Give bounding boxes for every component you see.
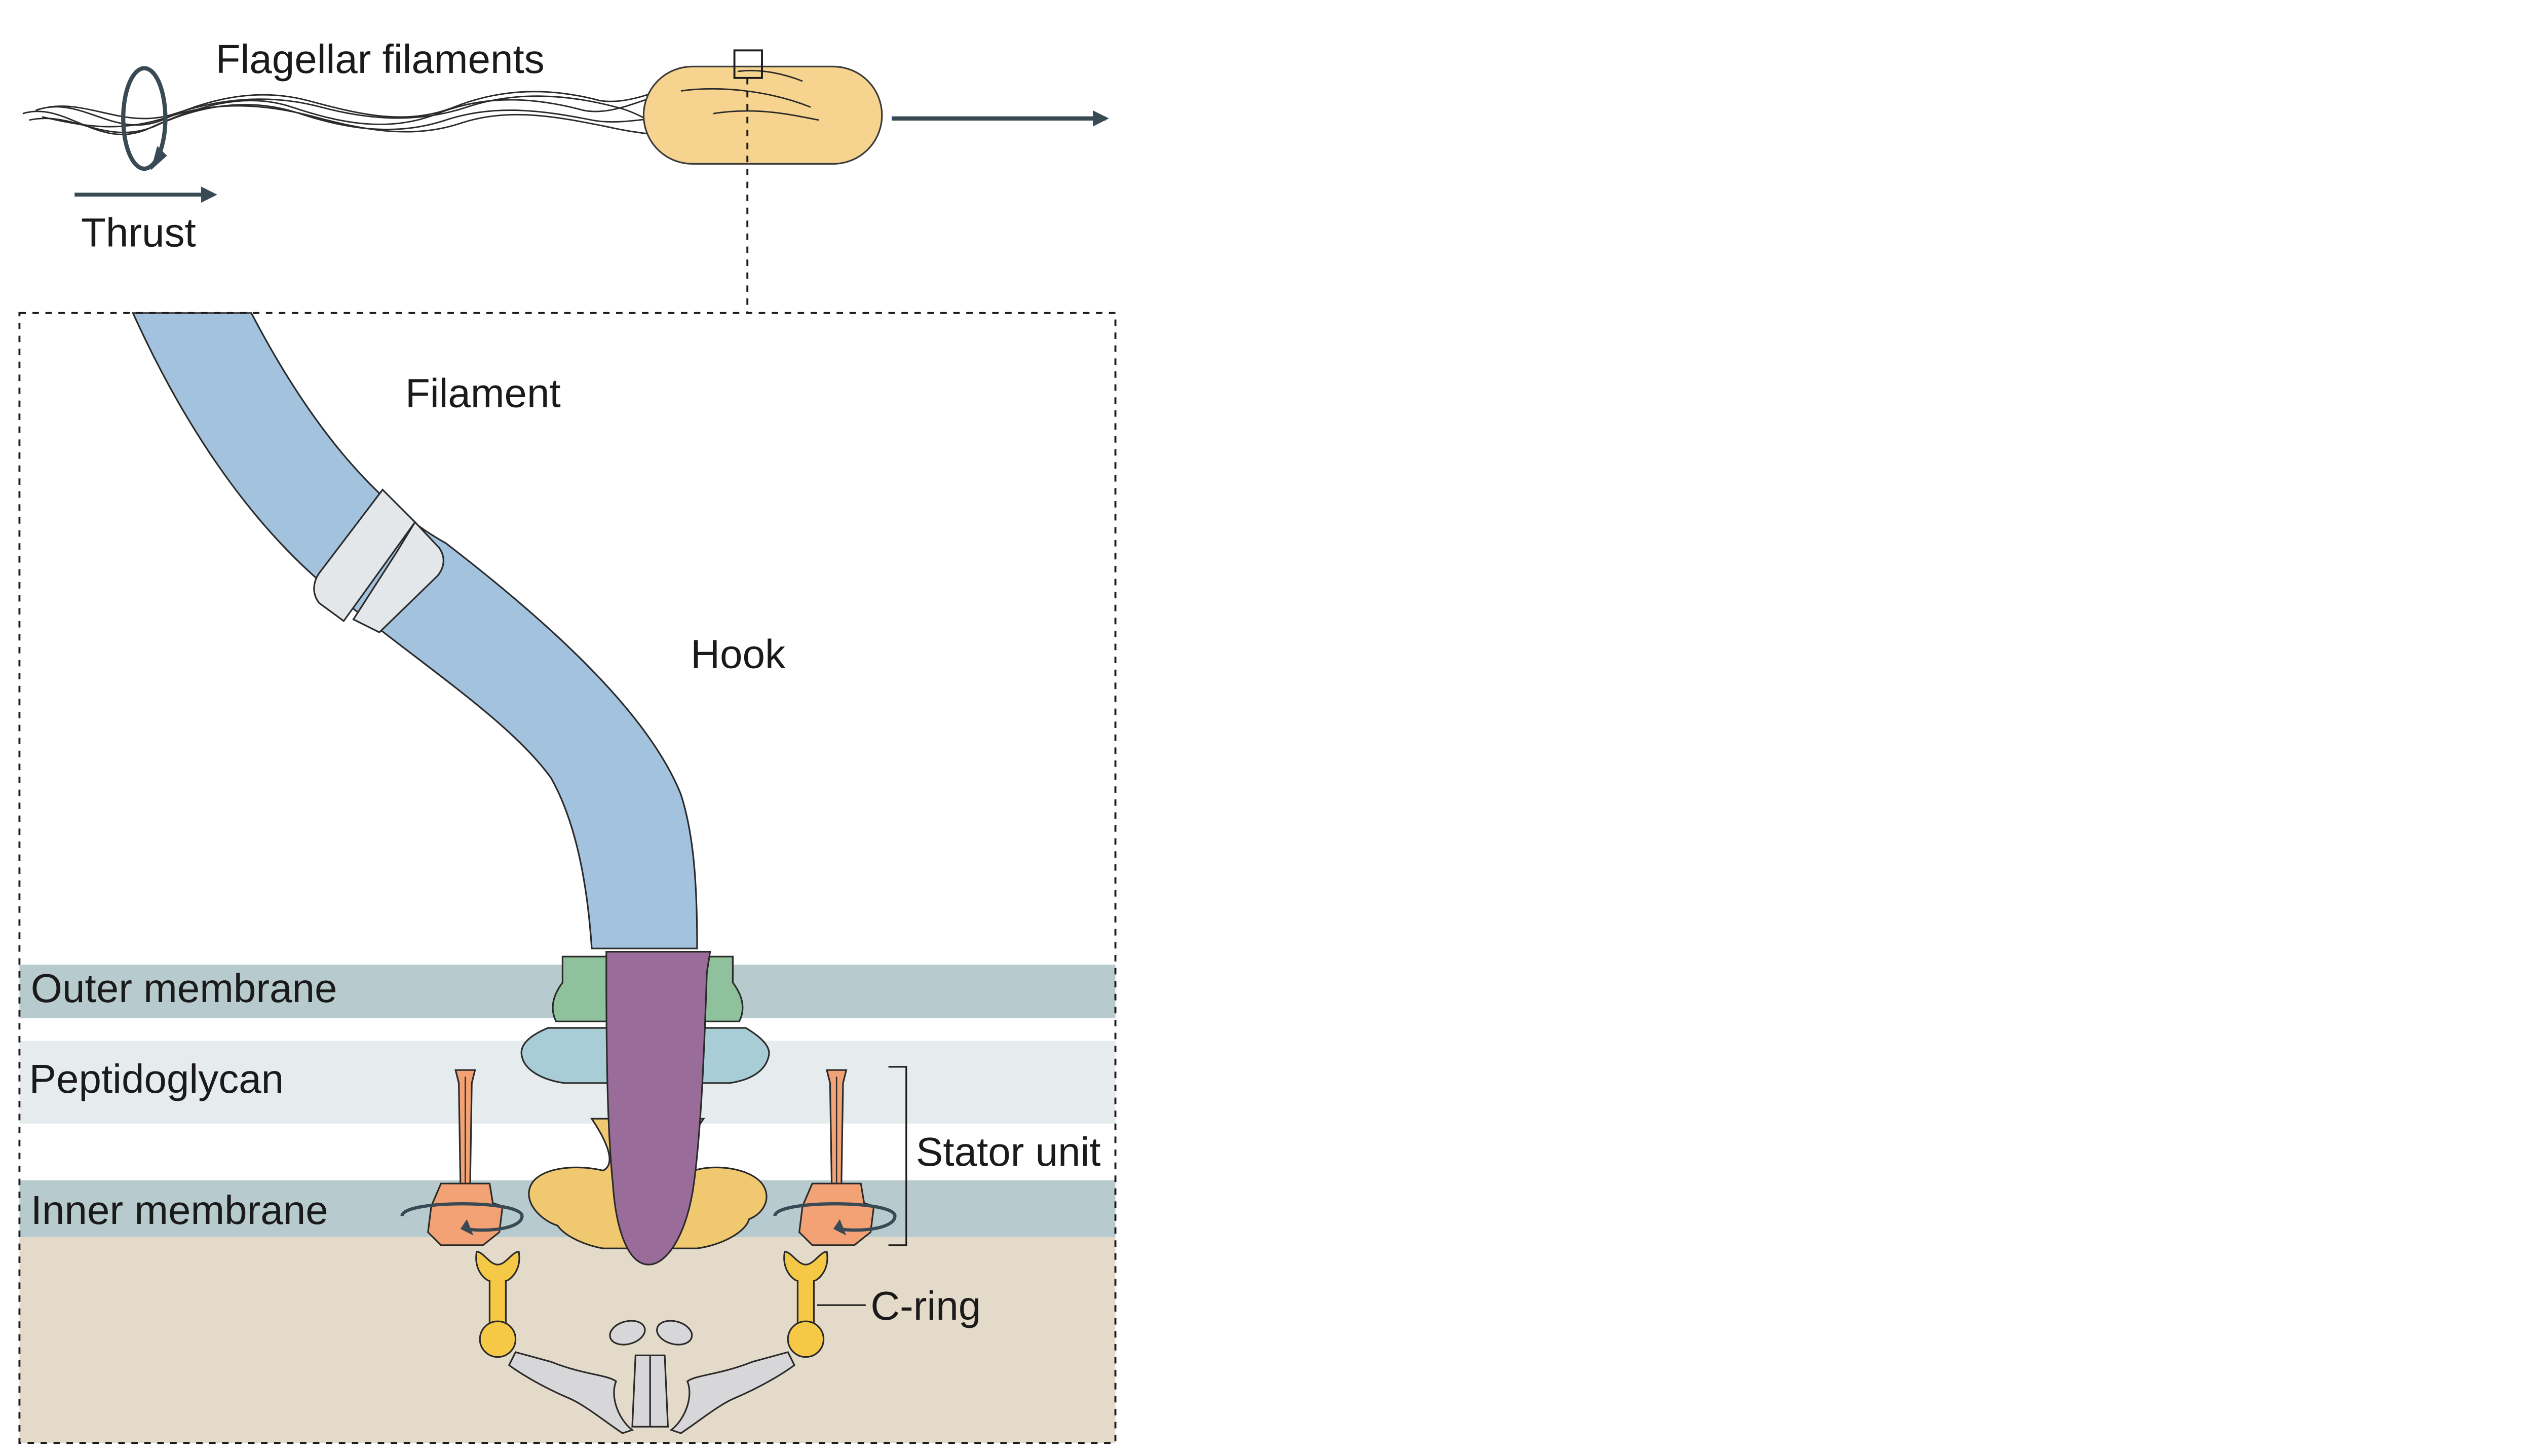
inner-membrane-label: Inner membrane [31,1187,328,1233]
thrust-label: Thrust [81,210,196,255]
peptidoglycan-label: Peptidoglycan [29,1056,284,1101]
bacterium-overview: Thrust Flagellar filaments [22,36,1109,313]
intracellular-flagella-lines [680,69,819,121]
c-ring-right [783,1250,828,1358]
rod [605,951,711,1266]
stator-unit-right [773,1069,897,1246]
filament-label: Filament [405,370,561,415]
stator-rotation-arrow-icon [773,1202,897,1232]
hook-label: Hook [691,632,786,677]
filament-hook [131,312,698,949]
stator-unit-label: Stator unit [916,1129,1101,1174]
outer-membrane-label: Outer membrane [31,966,337,1011]
detail-panel-border [18,312,1117,1444]
rotation-arrow-icon [121,66,168,171]
cell-body [642,65,883,165]
c-ring-label: C-ring [870,1283,981,1328]
c-ring-left [475,1250,520,1358]
stator-unit-left [400,1069,524,1246]
export-apparatus [508,1320,796,1434]
flagellar-filaments-label: Flagellar filaments [216,36,545,82]
cytoplasm-region [19,1237,1116,1443]
stator-unit-bracket [888,1066,907,1246]
flagellar-bundle [22,70,746,157]
hook-filament-junction [313,488,444,634]
motor-detail-panel: Filament Hook Outer membrane Peptidoglyc… [18,312,1117,1444]
stator-rotation-arrow-icon [400,1202,524,1232]
